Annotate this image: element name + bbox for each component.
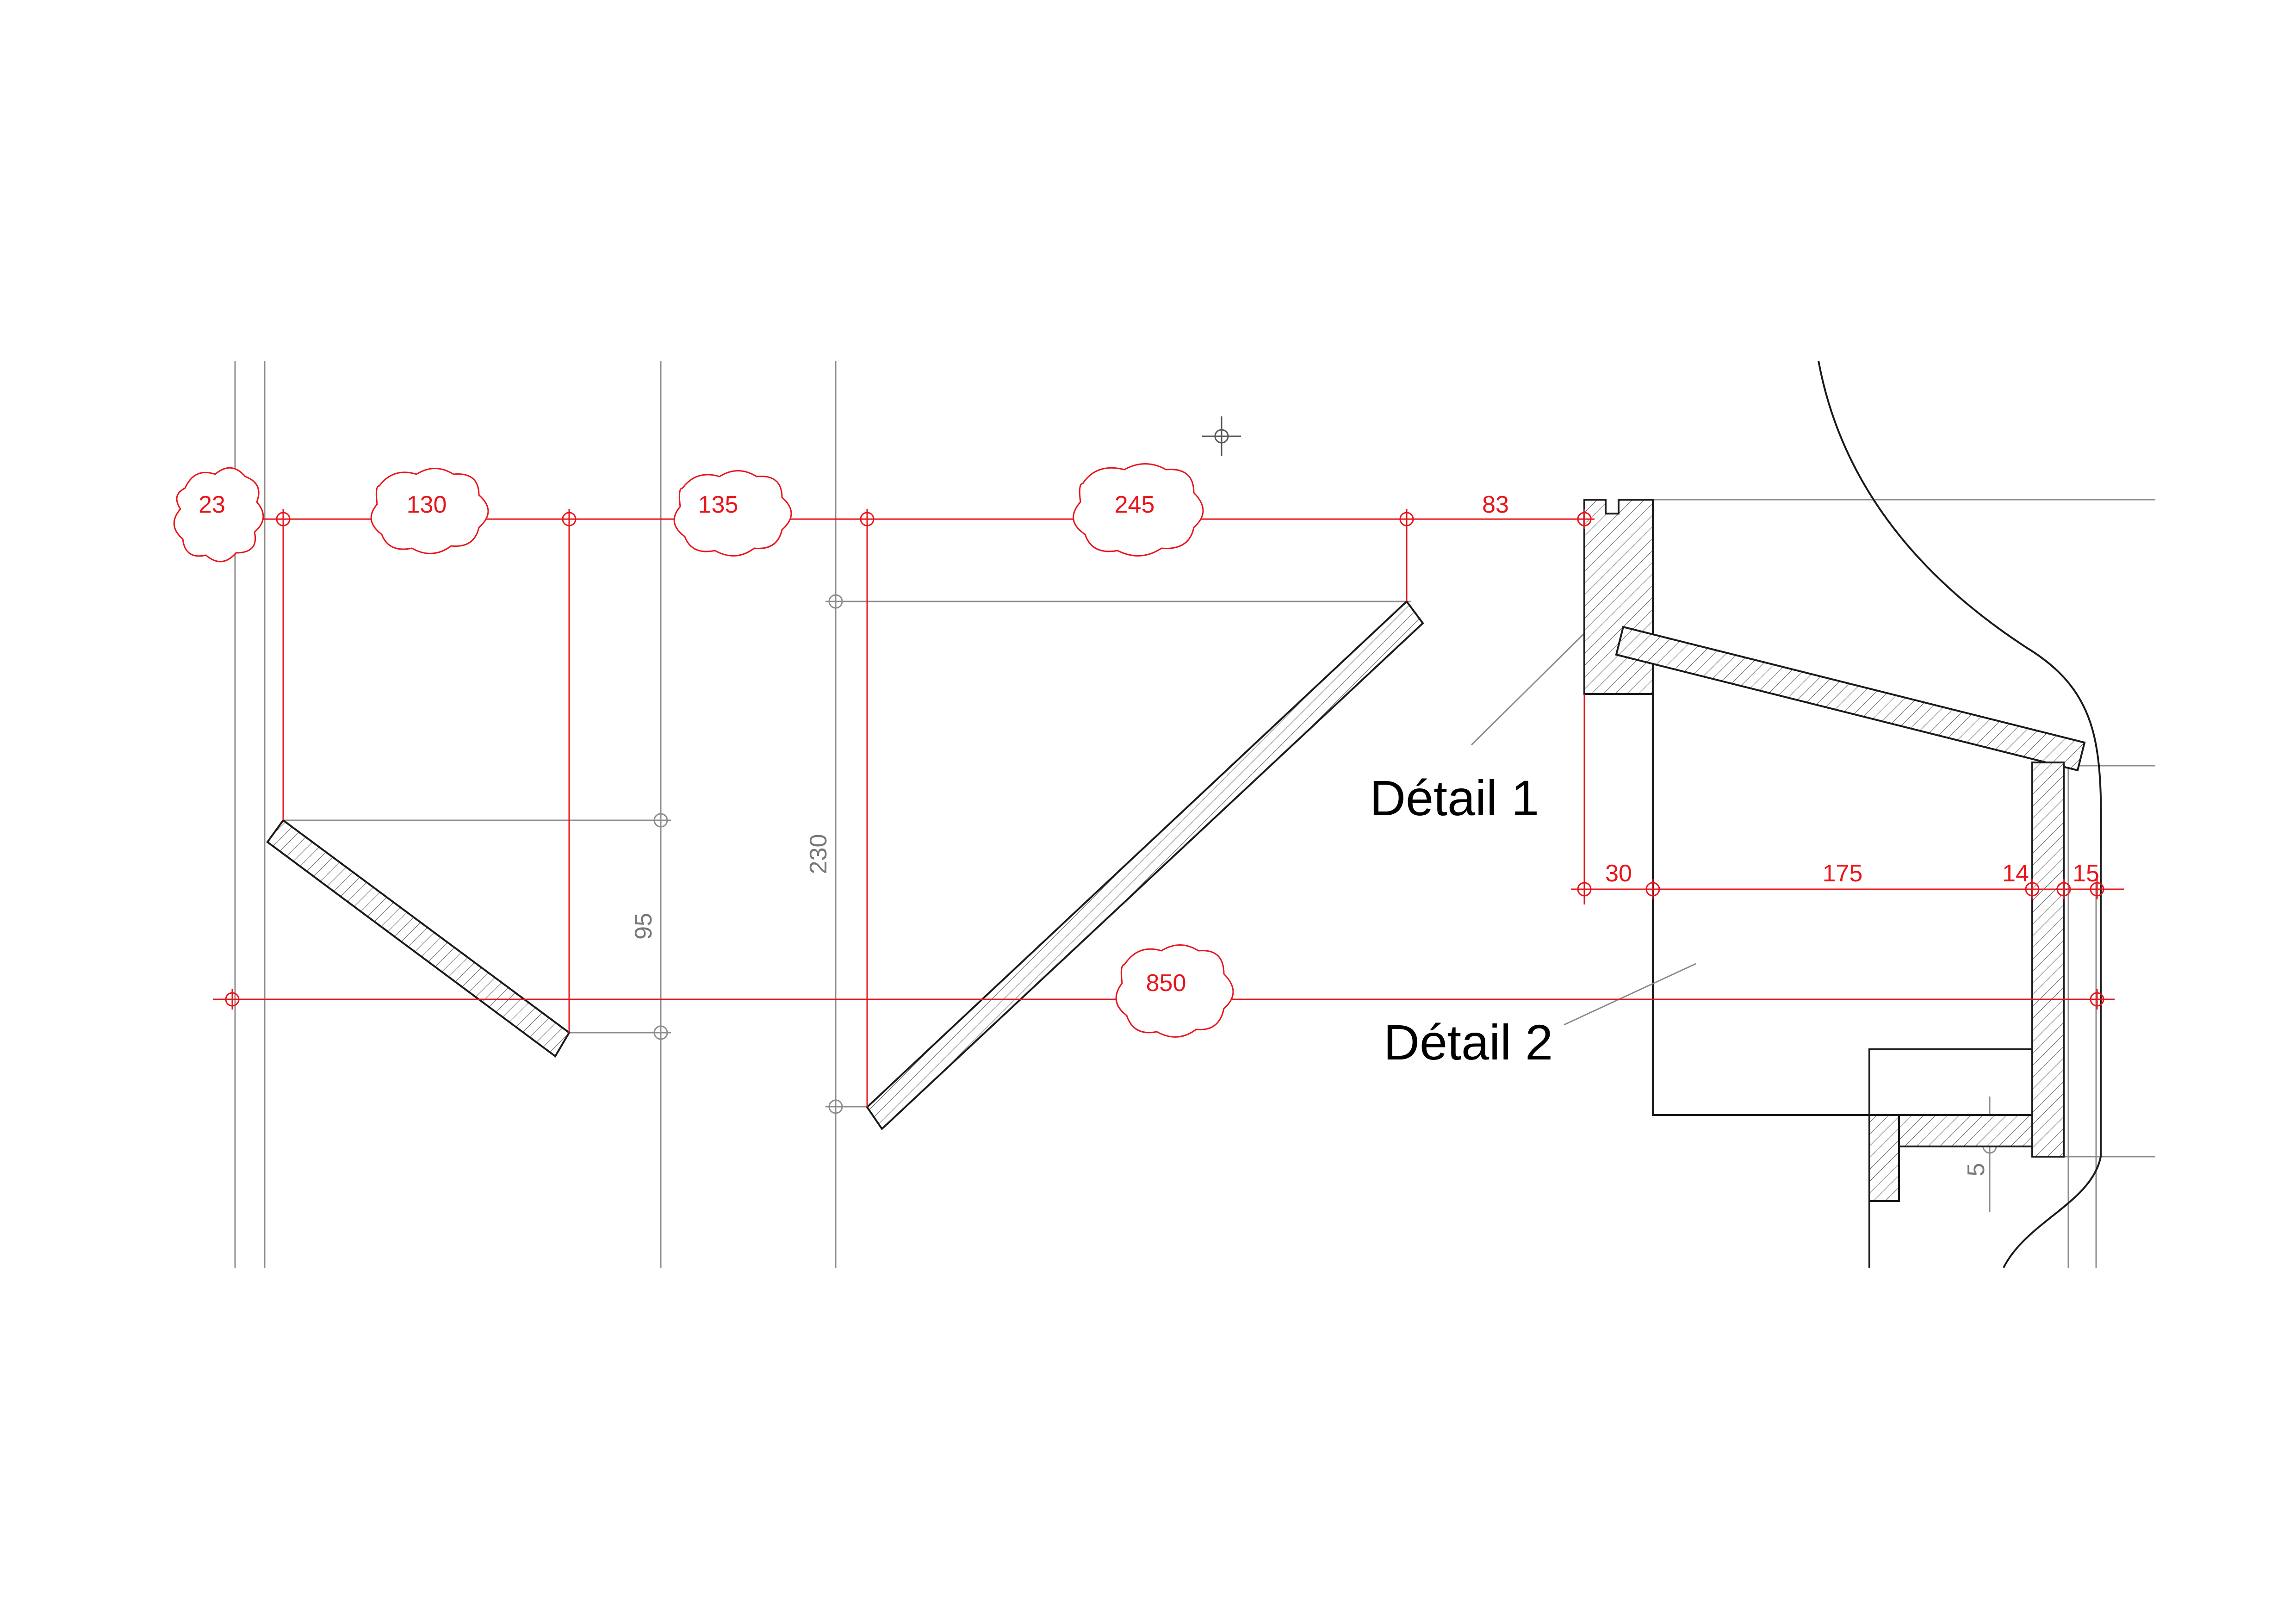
dimension-label: 245 — [1115, 491, 1155, 518]
circle-node-icon — [1642, 878, 1664, 900]
circle-node-icon — [2086, 988, 2108, 1010]
board-diagonal — [866, 600, 1424, 1131]
dimension-label: 15 — [2073, 860, 2099, 887]
circle-node-icon — [1573, 878, 1595, 900]
circle-node-icon — [825, 1096, 847, 1118]
dimension-label: 135 — [698, 491, 738, 518]
construction-lines — [234, 361, 2155, 1268]
circle-node-icon — [1396, 508, 1418, 530]
curved-boundary — [1818, 360, 2102, 1268]
circle-node-icon — [558, 508, 580, 530]
revision-cloud — [1073, 463, 1204, 557]
roof-board — [1615, 626, 2086, 772]
circle-node-icon — [272, 508, 294, 530]
revision-clouds — [173, 463, 1234, 1038]
circle-node-icon — [650, 1022, 672, 1044]
dimension-label: 130 — [407, 491, 447, 518]
dimension-label: 14 — [2002, 860, 2029, 887]
detail-2-box — [1652, 694, 2032, 1116]
post-detail-1 — [1583, 499, 1654, 695]
dimension-label: 23 — [199, 491, 225, 518]
dimension-label: 175 — [1823, 860, 1863, 887]
dimension-label: 83 — [1482, 491, 1509, 518]
dimension-label-vertical: 230 — [805, 834, 832, 874]
dimension-label-vertical: 95 — [630, 913, 657, 940]
board-left — [266, 819, 571, 1058]
detail-1-leader — [1471, 630, 1588, 746]
revision-cloud — [1115, 944, 1234, 1038]
detail-2-label: Détail 2 — [1384, 1014, 1553, 1070]
dimension-label: 30 — [1605, 860, 1632, 887]
vertical-panel — [2031, 762, 2065, 1158]
revision-cloud — [673, 470, 792, 557]
dimension-label-vertical: 5 — [1963, 1163, 1990, 1177]
circle-node-icon — [856, 508, 878, 530]
dimension-texts: 23 130 135 245 83 850 30 175 14 15 95 23… — [199, 491, 2099, 1176]
dimension-label-overall: 850 — [1146, 970, 1186, 997]
detail-2-leader — [1564, 963, 1696, 1026]
boards — [266, 499, 2086, 1202]
circle-node-icon — [221, 988, 243, 1010]
revision-cloud — [370, 468, 489, 554]
revision-cloud — [173, 467, 264, 563]
bottom-post — [1868, 1114, 1900, 1202]
circle-node-icon — [825, 590, 847, 613]
crosshair-icon — [1202, 416, 1241, 456]
detail-1-label: Détail 1 — [1370, 770, 1539, 826]
circle-node-icon — [650, 809, 672, 831]
